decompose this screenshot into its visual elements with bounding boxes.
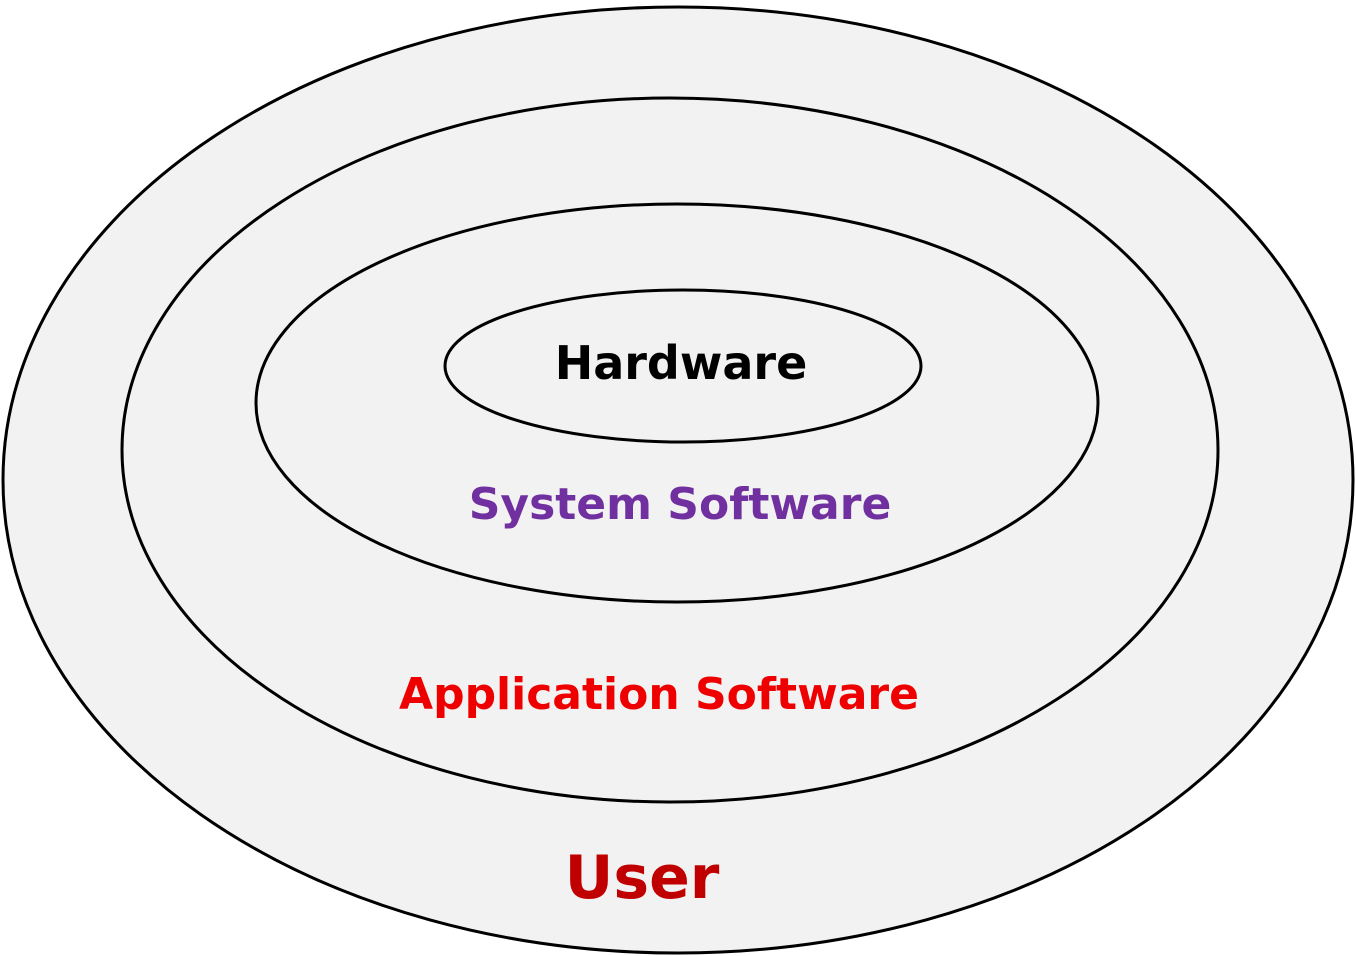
user-label: User bbox=[565, 843, 720, 913]
hardware-label: Hardware bbox=[555, 336, 808, 390]
system-software-label: System Software bbox=[469, 479, 892, 530]
application-software-label: Application Software bbox=[399, 669, 919, 720]
hardware-core bbox=[443, 288, 923, 444]
